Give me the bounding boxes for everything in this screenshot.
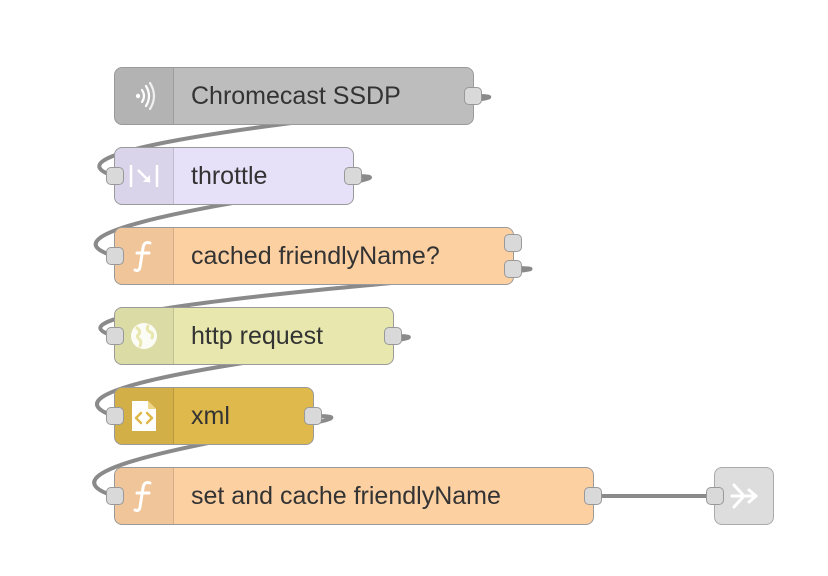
function-icon (133, 481, 152, 513)
node-xml[interactable]: xml (106, 387, 322, 445)
function-icon (133, 241, 152, 273)
output-port[interactable] (584, 487, 602, 505)
node-label: Chromecast SSDP (191, 82, 401, 110)
node-http-request[interactable]: http request (106, 307, 402, 365)
wire-cached-http[interactable] (98, 266, 533, 338)
output-port-2[interactable] (504, 260, 522, 278)
link-out-icon (730, 483, 758, 509)
node-icon-area (115, 68, 174, 124)
node-cached-friendlyname[interactable]: cached friendlyName? (106, 227, 522, 285)
input-port[interactable] (106, 487, 124, 505)
node-icon-area (115, 308, 174, 364)
node-link-out[interactable] (706, 467, 774, 525)
throttle-icon (129, 165, 159, 187)
output-port[interactable] (464, 87, 482, 105)
node-label: http request (191, 322, 324, 350)
node-icon-area (115, 228, 174, 284)
code-file-icon (132, 401, 156, 431)
node-icon-area (115, 148, 174, 204)
node-label: cached friendlyName? (191, 242, 440, 270)
node-label: xml (191, 402, 230, 430)
node-label: throttle (191, 162, 268, 190)
node-icon-area (115, 468, 174, 524)
output-port[interactable] (304, 407, 322, 425)
input-port[interactable] (106, 167, 124, 185)
input-port[interactable] (706, 487, 724, 505)
node-label: set and cache friendlyName (191, 482, 501, 510)
ssdp-wave-icon (135, 81, 156, 111)
node-icon-area (115, 388, 174, 444)
input-port[interactable] (106, 407, 124, 425)
output-port[interactable] (384, 327, 402, 345)
node-chromecast-ssdp[interactable]: Chromecast SSDP (114, 67, 482, 125)
node-icon-area (715, 468, 773, 524)
node-set-and-cache-friendlyname[interactable]: set and cache friendlyName (106, 467, 602, 525)
output-port[interactable] (344, 167, 362, 185)
input-port[interactable] (106, 247, 124, 265)
output-port-1[interactable] (504, 234, 522, 252)
input-port[interactable] (106, 327, 124, 345)
globe-icon (131, 323, 157, 349)
node-throttle[interactable]: throttle (106, 147, 362, 205)
